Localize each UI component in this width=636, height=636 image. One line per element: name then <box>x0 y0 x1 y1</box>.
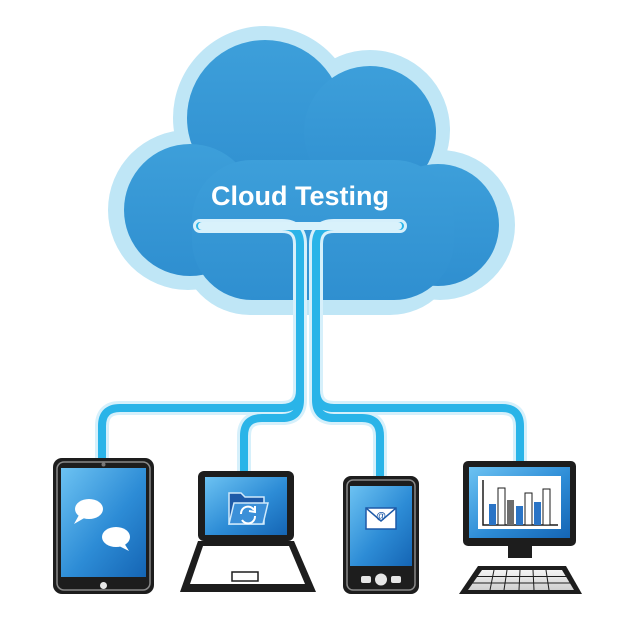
smartphone-device: @ <box>343 476 419 594</box>
tablet-home-button <box>100 582 107 589</box>
tablet-screen <box>61 468 146 577</box>
email-at-symbol: @ <box>376 511 386 522</box>
folder-sync-icon <box>229 493 268 524</box>
bar-chart-icon <box>478 476 561 529</box>
desktop-device <box>459 461 582 594</box>
tablet-device <box>53 458 154 594</box>
tablet-camera <box>102 463 106 467</box>
keyboard <box>459 566 582 594</box>
cloud-title: Cloud Testing <box>211 181 389 211</box>
laptop-device <box>180 471 316 592</box>
desktop-stand <box>508 546 532 558</box>
email-envelope-icon: @ <box>366 508 396 529</box>
